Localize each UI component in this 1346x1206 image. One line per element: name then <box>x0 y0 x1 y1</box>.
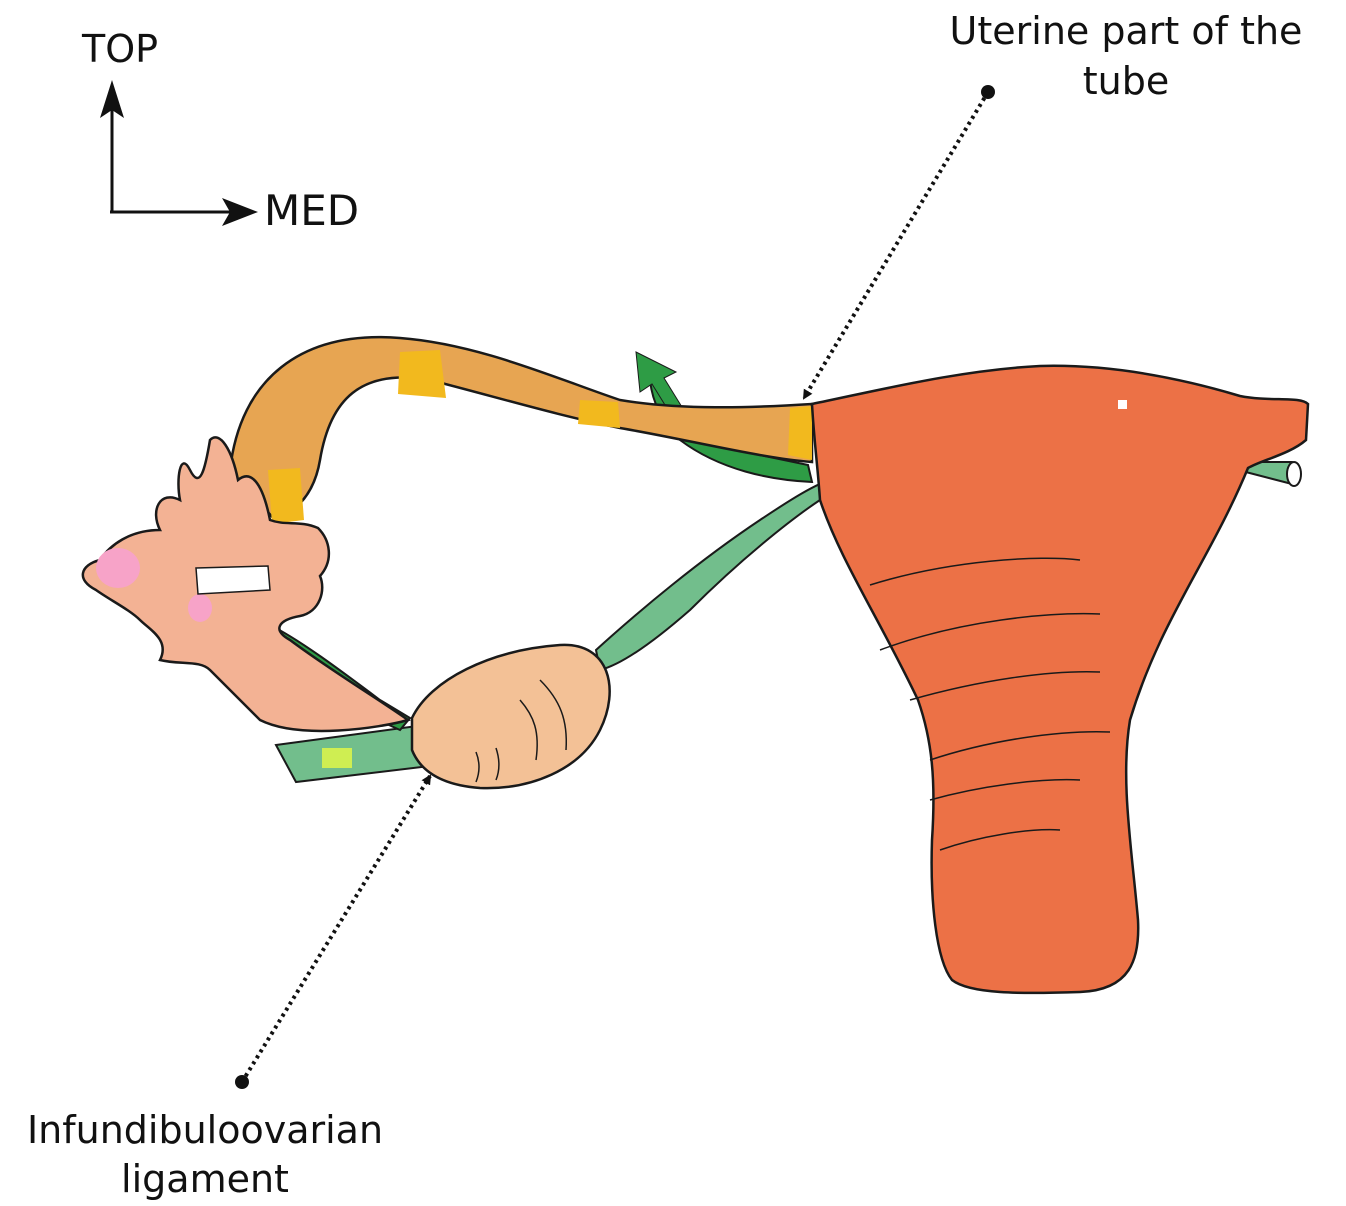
top-label: TOP <box>81 27 158 71</box>
uterine-part-leader <box>804 92 988 398</box>
infundibulo-label-line1: Infundibuloovarian <box>27 1108 383 1152</box>
uterine-part-label-line1: Uterine part of the <box>950 9 1303 53</box>
uterine-tube <box>230 337 812 524</box>
infundibulo-leader <box>242 776 430 1082</box>
fimbriae <box>83 437 408 731</box>
uterine-part-label-line2: tube <box>1083 59 1169 103</box>
abdominal-ostium <box>196 566 270 594</box>
tube-highlight-isthmus <box>578 400 620 428</box>
uterus <box>812 366 1308 993</box>
uterus-body <box>812 366 1308 993</box>
fimbriae-pink-patch <box>96 548 140 588</box>
tube-highlight-uterine-part <box>788 406 812 460</box>
orientation-compass: TOP MED <box>81 27 359 235</box>
suspensory-highlight <box>322 748 352 768</box>
tube-body <box>230 337 812 520</box>
tube-highlight-ampulla <box>398 350 446 398</box>
med-label: MED <box>264 186 359 235</box>
ovarian-ligament <box>596 478 835 670</box>
round-ligament-end <box>1287 462 1301 486</box>
infundibulo-label-line2: ligament <box>121 1157 289 1201</box>
ovary <box>412 645 610 788</box>
uterus-marker <box>1118 400 1127 409</box>
suspensory-ligament-stub <box>276 724 432 782</box>
tube-highlight-infundibulum <box>268 468 304 524</box>
ovary-shape <box>412 645 610 788</box>
fimbriae-pink-patch-2 <box>188 594 212 622</box>
